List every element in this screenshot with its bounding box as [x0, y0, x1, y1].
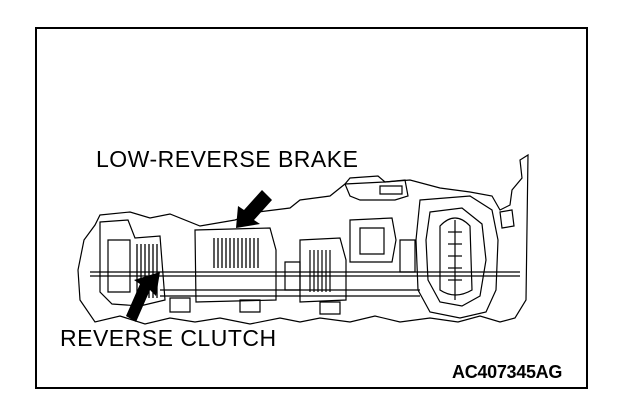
figure-code-label: AC407345AG [452, 362, 563, 382]
low-reverse-brake-plates [213, 238, 259, 268]
reverse-clutch-label: REVERSE CLUTCH [60, 325, 277, 351]
low-reverse-brake-label: LOW-REVERSE BRAKE [96, 146, 359, 172]
figure-frame [35, 27, 588, 389]
reverse-clutch-arrow [126, 272, 160, 322]
transmission-housing-outline [77, 153, 529, 325]
low-reverse-brake-arrow [236, 190, 272, 228]
secondary-clutch-plates [309, 250, 331, 292]
